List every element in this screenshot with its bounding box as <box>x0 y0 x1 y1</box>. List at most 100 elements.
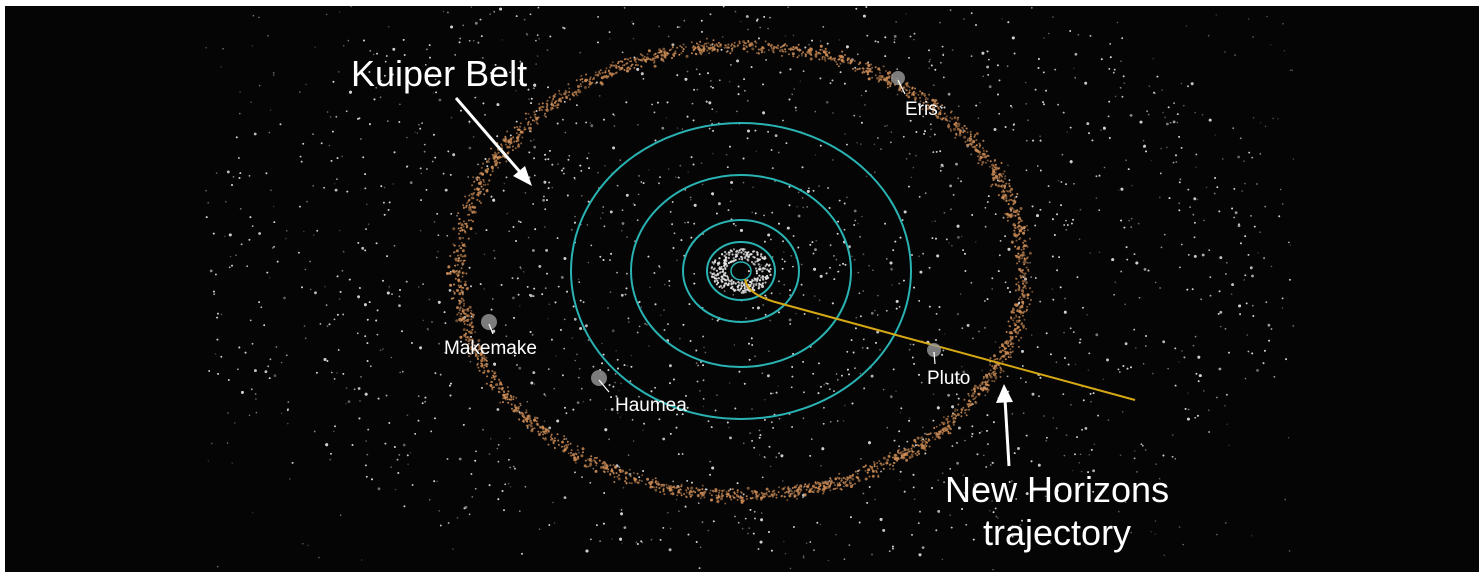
particle <box>511 277 514 279</box>
particle <box>544 287 547 290</box>
particle <box>695 362 698 365</box>
particle <box>358 417 361 420</box>
particle <box>843 228 846 231</box>
particle <box>1065 183 1067 186</box>
particle <box>687 533 690 536</box>
particle <box>912 343 915 346</box>
particle <box>828 207 831 209</box>
particle <box>669 211 672 213</box>
particle <box>785 142 788 145</box>
particle <box>1273 376 1276 378</box>
particle <box>651 103 653 106</box>
particle <box>994 507 997 510</box>
particle <box>918 553 922 557</box>
particle <box>965 523 968 526</box>
particle <box>1201 113 1204 116</box>
particle <box>846 196 848 199</box>
particle <box>659 176 661 179</box>
particle <box>224 200 227 203</box>
particle <box>356 332 359 335</box>
particle <box>502 346 505 349</box>
particle <box>561 169 563 172</box>
particle <box>444 322 447 324</box>
particle <box>999 240 1002 242</box>
particle <box>532 295 535 297</box>
particle <box>712 263 715 265</box>
particle <box>475 450 477 453</box>
particle <box>382 279 384 282</box>
particle <box>770 238 772 241</box>
particle <box>532 203 535 205</box>
particle <box>854 219 857 222</box>
particle <box>855 327 857 330</box>
particle <box>722 6 725 8</box>
particle <box>521 552 523 555</box>
particle <box>770 149 773 151</box>
particle <box>575 122 578 125</box>
particle <box>616 271 618 274</box>
particle <box>556 419 560 423</box>
particle <box>332 130 334 133</box>
particle <box>1042 101 1044 103</box>
particle <box>672 247 675 249</box>
particle <box>362 156 365 159</box>
particle <box>789 289 791 292</box>
particle <box>678 510 680 513</box>
particle <box>802 70 805 73</box>
particle <box>820 385 822 388</box>
particle <box>819 77 822 80</box>
particle <box>928 49 930 52</box>
particle <box>702 364 704 366</box>
particle <box>1192 344 1195 347</box>
particle <box>588 167 590 170</box>
particle <box>351 444 354 446</box>
particle <box>659 176 661 179</box>
particle <box>901 219 904 222</box>
particle <box>757 306 760 310</box>
particle <box>1162 340 1166 344</box>
particle <box>399 289 401 291</box>
particle <box>949 468 952 470</box>
particle <box>932 84 935 87</box>
particle <box>1056 213 1058 216</box>
particle <box>962 129 965 131</box>
particle <box>1120 187 1124 191</box>
particle <box>886 426 889 429</box>
particle <box>790 386 793 389</box>
particle <box>1043 103 1045 106</box>
particle <box>892 249 895 252</box>
particle <box>438 98 442 102</box>
particle <box>812 252 815 255</box>
particle <box>711 108 714 111</box>
particle <box>216 316 219 319</box>
particle <box>621 222 625 225</box>
particle <box>1010 105 1012 107</box>
particle <box>906 440 909 443</box>
particle <box>1194 335 1197 338</box>
particle <box>616 184 619 187</box>
particle <box>822 422 825 425</box>
particle <box>423 150 426 153</box>
particle <box>712 130 714 132</box>
particle <box>683 19 686 22</box>
particle <box>814 248 817 252</box>
particle <box>636 219 639 222</box>
particle <box>543 195 545 198</box>
particle <box>585 549 589 553</box>
particle <box>1247 254 1250 256</box>
particle <box>958 378 961 381</box>
particle <box>442 172 445 175</box>
particle <box>862 492 865 495</box>
particle <box>580 387 583 390</box>
particle <box>971 425 974 428</box>
particle <box>708 127 711 130</box>
particle <box>426 168 428 170</box>
particle <box>1183 356 1186 359</box>
particle <box>1144 345 1147 347</box>
particle <box>781 258 784 261</box>
particle <box>827 187 829 189</box>
particle <box>951 405 954 409</box>
particle <box>686 115 689 118</box>
particle <box>353 388 356 391</box>
particle <box>217 312 219 315</box>
